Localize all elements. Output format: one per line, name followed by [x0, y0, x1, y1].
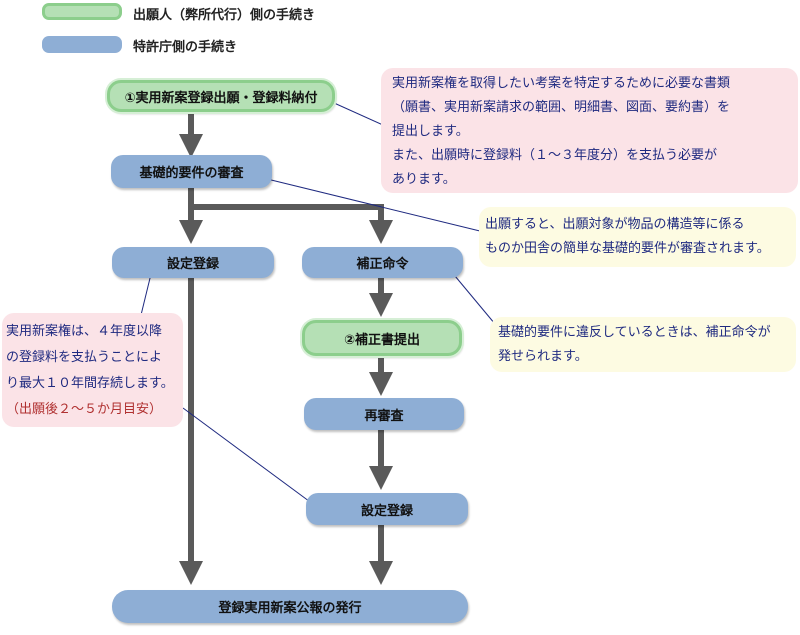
note-term-line-4: （出願後２～５か月目安）: [6, 402, 163, 417]
legend-swatch-applicant: [42, 3, 122, 20]
node-filing: ①実用新案登録出願・登録料納付: [107, 80, 335, 112]
legend-label-office: 特許庁側の手続き: [133, 40, 238, 55]
note-filing-line-1: 実用新案権を取得したい考案を特定するために必要な書類: [392, 76, 731, 91]
node-basic-exam: 基礎的要件の審査: [111, 155, 272, 188]
leader-exam-note: [262, 177, 485, 233]
note-correction: 基礎的要件に違反しているときは、補正命令が 発せられます。: [490, 317, 796, 372]
legend-label-applicant: 出願人（弊所代行）側の手続き: [133, 8, 316, 23]
legend-swatch-office: [42, 36, 122, 53]
note-basic-exam: 出願すると、出願対象が物品の構造等に係る ものか田舎の簡単な基礎的要件が審査され…: [479, 207, 796, 267]
leader-correction-note: [449, 269, 501, 331]
node-publication: 登録実用新案公報の発行: [112, 590, 468, 623]
note-filing-line-2: （願書、実用新案請求の範囲、明細書、図面、要約書）を: [392, 100, 731, 115]
note-term-line-2: の登録料を支払うことによ: [6, 350, 163, 365]
note-term-line-1: 実用新案権は、４年度以降: [6, 324, 163, 339]
node-amendment: ②補正書提出: [302, 320, 462, 356]
note-exam-line-2: ものか田舎の簡単な基礎的要件が審査されます。: [485, 241, 770, 256]
note-exam-line-1: 出願すると、出願対象が物品の構造等に係る: [485, 217, 745, 232]
note-term-line-3: り最大１０年間存続します。: [6, 376, 174, 391]
note-filing-line-3: 提出します。: [392, 124, 469, 139]
node-reexam: 再審査: [304, 398, 464, 430]
note-correction-line-2: 発せられます。: [498, 349, 588, 364]
note-filing: 実用新案権を取得したい考案を特定するために必要な書類 （願書、実用新案請求の範囲…: [381, 68, 798, 193]
node-registration-2: 設定登録: [306, 493, 468, 525]
note-filing-line-5: あります。: [392, 172, 456, 187]
leader-term-note-bottom: [182, 407, 318, 508]
node-registration-1: 設定登録: [112, 247, 274, 278]
note-correction-line-1: 基礎的要件に違反しているときは、補正命令が: [498, 325, 771, 340]
note-filing-line-4: また、出願時に登録料（１～３年度分）を支払う必要が: [392, 148, 718, 163]
node-correction-order: 補正命令: [302, 247, 463, 278]
note-term: 実用新案権は、４年度以降 の登録料を支払うことによ り最大１０年間存続します。 …: [2, 313, 183, 427]
